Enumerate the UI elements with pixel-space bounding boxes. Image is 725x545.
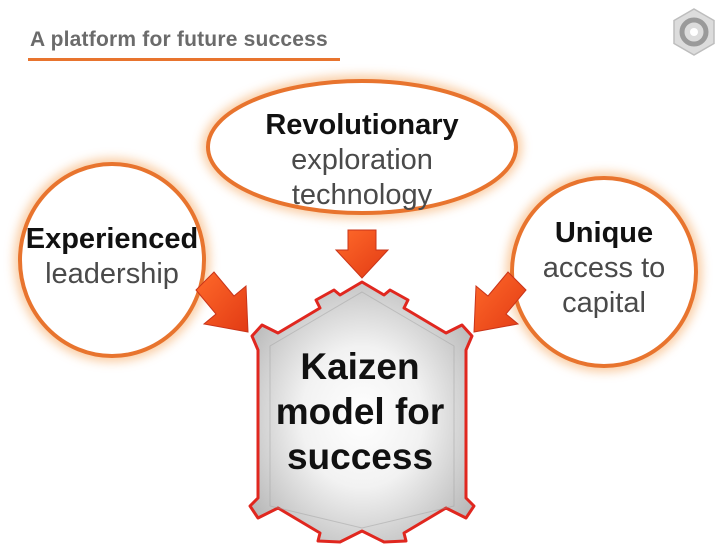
- top-bubble-line1: exploration: [291, 144, 433, 176]
- left-bubble-label: Experienced leadership: [22, 222, 202, 292]
- top-bubble: [206, 79, 518, 215]
- top-bubble-strong: Revolutionary: [265, 109, 459, 141]
- top-bubble-label: Revolutionary exploration technology: [232, 108, 492, 213]
- right-bubble-line1: access to: [542, 252, 666, 284]
- top-arrow: [334, 229, 390, 279]
- center-label: Kaizen model for success: [230, 344, 490, 479]
- center-line1: Kaizen: [300, 346, 420, 387]
- right-bubble-line2: capital: [562, 287, 646, 319]
- title-underline: [28, 58, 340, 61]
- top-bubble-line2: technology: [291, 179, 433, 211]
- right-bubble: [510, 176, 698, 368]
- center-hexagon: [248, 280, 476, 544]
- page-title: A platform for future success: [30, 28, 328, 51]
- hexagon-ring-logo-icon: [673, 8, 715, 56]
- left-bubble: [18, 162, 206, 358]
- left-bubble-strong: Experienced: [25, 223, 199, 255]
- left-arrow: [195, 271, 249, 333]
- left-bubble-line1: leadership: [45, 258, 179, 290]
- center-line3: success: [286, 436, 434, 477]
- right-bubble-label: Unique access to capital: [514, 216, 694, 321]
- right-bubble-strong: Unique: [554, 217, 654, 249]
- center-line2: model for: [275, 391, 445, 432]
- right-arrow: [473, 271, 527, 333]
- hexagon-inner-edge: [269, 291, 455, 529]
